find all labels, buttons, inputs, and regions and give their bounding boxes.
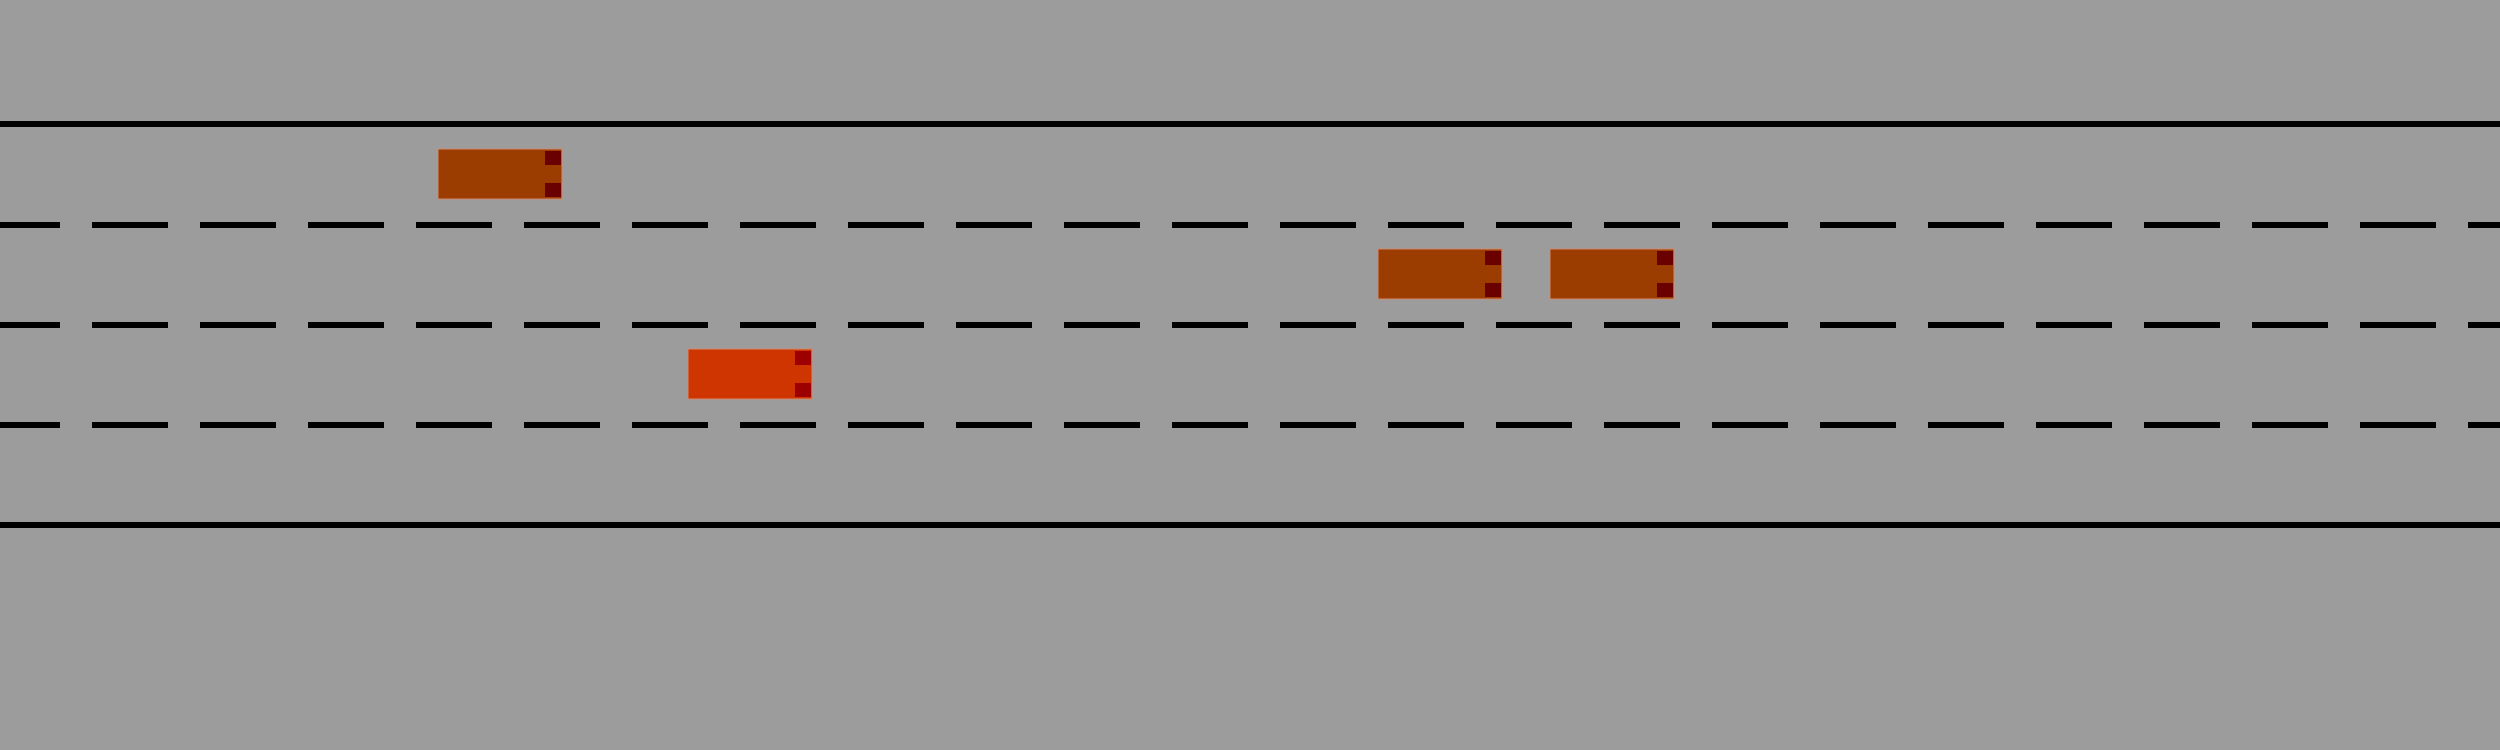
headlight-left-icon	[1485, 251, 1501, 265]
vehicle-body	[687, 348, 813, 400]
vehicle-other-3	[1549, 248, 1675, 300]
headlight-right-icon	[1657, 283, 1673, 297]
headlight-right-icon	[1485, 283, 1501, 297]
headlight-right-icon	[545, 183, 561, 197]
headlight-left-icon	[1657, 251, 1673, 265]
vehicle-body	[1377, 248, 1503, 300]
vehicle-body	[1549, 248, 1675, 300]
vehicles	[437, 148, 1675, 400]
vehicle-other-1	[437, 148, 563, 200]
headlight-right-icon	[795, 383, 811, 397]
headlight-left-icon	[545, 151, 561, 165]
lane-markings	[0, 121, 2500, 528]
vehicle-ego	[687, 348, 813, 400]
headlight-left-icon	[795, 351, 811, 365]
vehicle-other-2	[1377, 248, 1503, 300]
vehicle-body	[437, 148, 563, 200]
